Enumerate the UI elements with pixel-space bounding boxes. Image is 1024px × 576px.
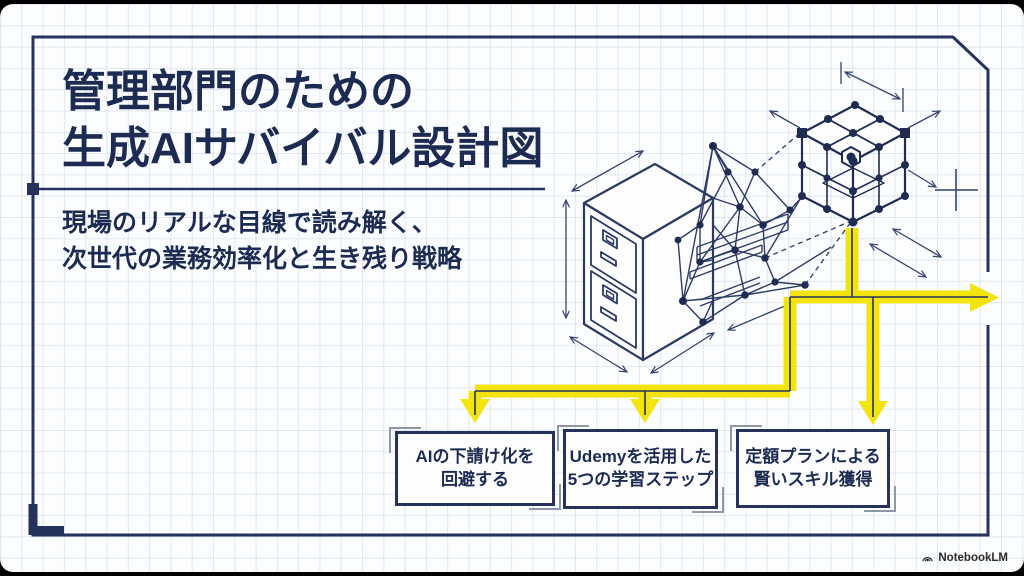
page-title-line2: 生成AIサバイバル設計図 [62,124,544,173]
corner-bracket-bottom-right [864,486,896,512]
callout-box-udemy-steps: Udemyを活用した 5つの学習ステップ [557,425,724,513]
letterbox-top [0,0,1024,4]
corner-bracket-bottom-right [692,487,724,513]
corner-bracket-top-left [557,425,589,451]
callout-box-avoid-subcontracting: AIの下請け化を 回避する [389,427,561,510]
subtitle-line2: 次世代の業務効率化と生き残り戦略 [62,245,463,273]
callout-text-line: 賢いスキル獲得 [753,469,873,489]
callout-text-line: 定額プランによる [745,446,881,466]
brand-watermark: NotebookLM [921,551,1008,564]
callout-text-line: 5つの学習ステップ [567,470,714,489]
callout-text-line: Udemyを活用した [569,447,712,467]
callout-text-line: 回避する [441,469,509,489]
callout-text-line: AIの下請け化を [415,446,535,466]
corner-bracket-bottom-right [529,484,561,510]
corner-bracket-top-left [730,425,762,451]
callout-box-flat-plan-skills: 定額プランによる 賢いスキル獲得 [730,425,896,512]
notebooklm-icon [922,557,933,562]
page-title-line1: 管理部門のための [62,67,414,116]
subtitle-line1: 現場のリアルな目線で読み解く、 [62,209,437,237]
corner-bracket-top-left [389,427,421,453]
letterbox-bottom [0,572,1024,576]
brand-name: NotebookLM [938,551,1008,564]
